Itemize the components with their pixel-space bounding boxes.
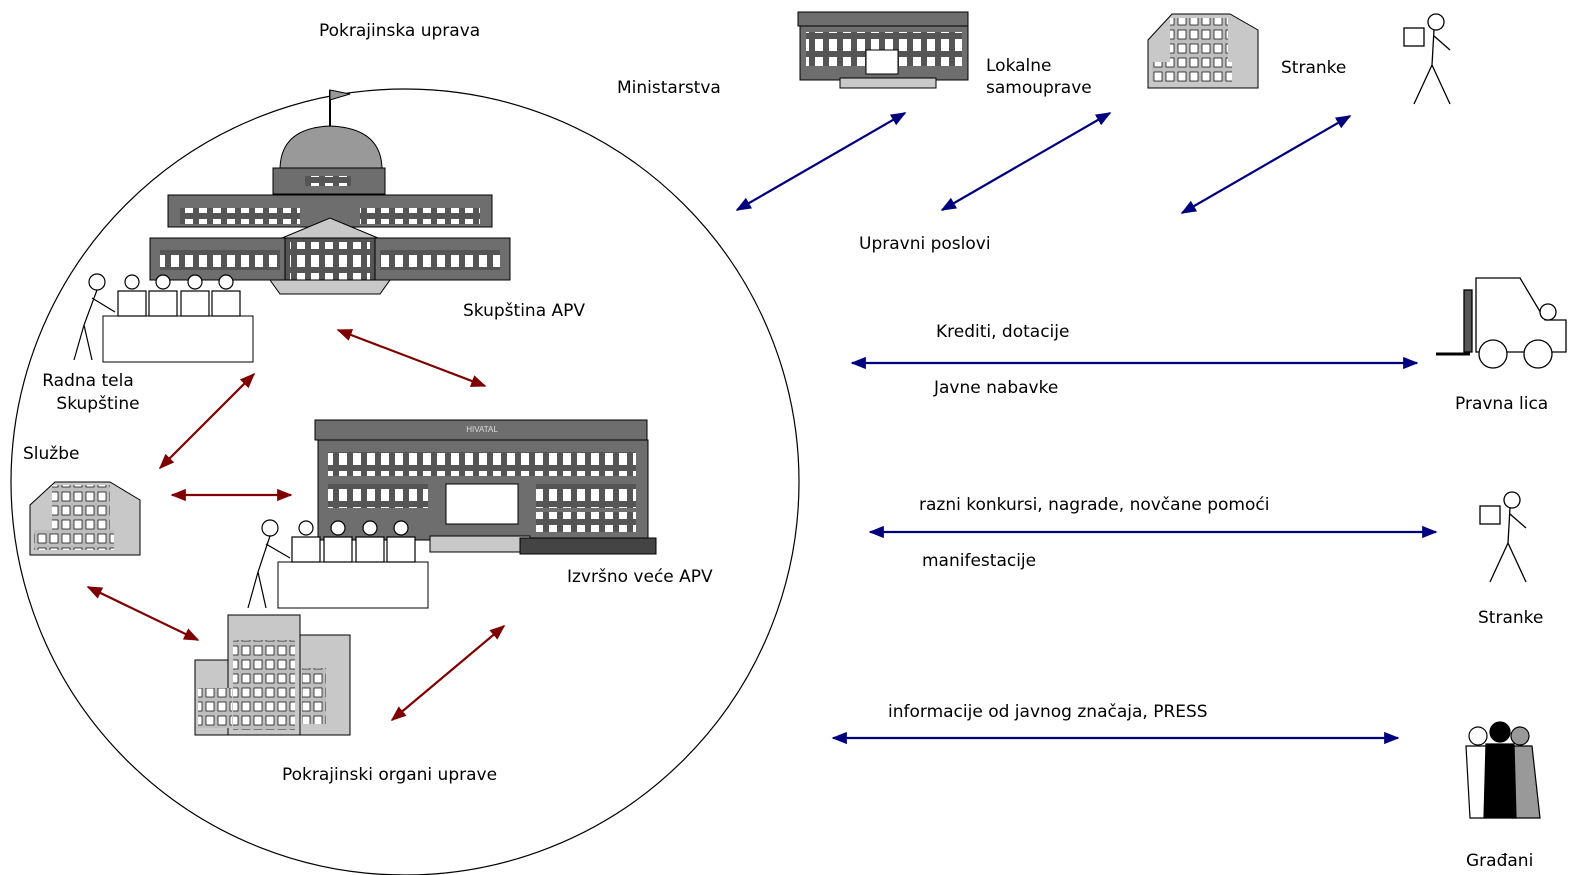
parliament-icon	[149, 89, 511, 295]
label-admin-affairs: Upravni poslovi	[859, 234, 991, 254]
label-local-gov-2: samouprave	[986, 78, 1092, 98]
forklift-icon	[1436, 277, 1567, 369]
tower-building-icon	[194, 614, 351, 736]
label-working-bodies-1: Radna tela	[42, 371, 134, 391]
blue-arrows	[735, 112, 1438, 745]
label-local-gov-1: Lokalne	[986, 56, 1052, 76]
people-at-table-icon	[73, 273, 254, 363]
red-arrows	[86, 328, 506, 721]
label-executive-council: Izvršno veće APV	[567, 567, 713, 587]
label-clients-mid: Stranke	[1478, 608, 1544, 628]
label-citizens: Građani	[1466, 851, 1534, 871]
arrow-ministries	[735, 112, 907, 211]
label-provincial-admin: Pokrajinska uprava	[319, 21, 481, 41]
label-ministries: Ministarstva	[617, 78, 721, 98]
arrow-local-gov	[940, 112, 1112, 211]
label-admin-bodies: Pokrajinski organi uprave	[282, 765, 498, 785]
label-assembly: Skupština APV	[463, 301, 586, 321]
office-building-icon	[1147, 13, 1259, 89]
label-events: manifestacije	[922, 551, 1037, 571]
office-building-icon	[29, 481, 141, 556]
city-hall-icon	[797, 11, 969, 89]
person-carrying-box-icon	[1403, 13, 1451, 105]
provincial-admin-circle	[10, 88, 800, 875]
arrow-clients-top	[1180, 115, 1352, 214]
hivatal-sign: HIVATAL	[466, 425, 498, 434]
label-procurement: Javne nabavke	[934, 378, 1059, 398]
label-info: informacije od javnog značaja, PRESS	[888, 702, 1208, 722]
person-carrying-box-icon	[1479, 491, 1527, 583]
label-clients-top: Stranke	[1281, 58, 1347, 78]
label-credits: Krediti, dotacije	[936, 322, 1070, 342]
people-at-table-icon	[247, 519, 429, 609]
label-working-bodies-2: Skupštine	[56, 394, 140, 414]
label-services: Službe	[23, 444, 80, 464]
label-legal-entities: Pravna lica	[1455, 394, 1549, 414]
label-competitions: razni konkursi, nagrade, novčane pomoći	[919, 495, 1270, 515]
crowd-icon	[1465, 721, 1541, 819]
